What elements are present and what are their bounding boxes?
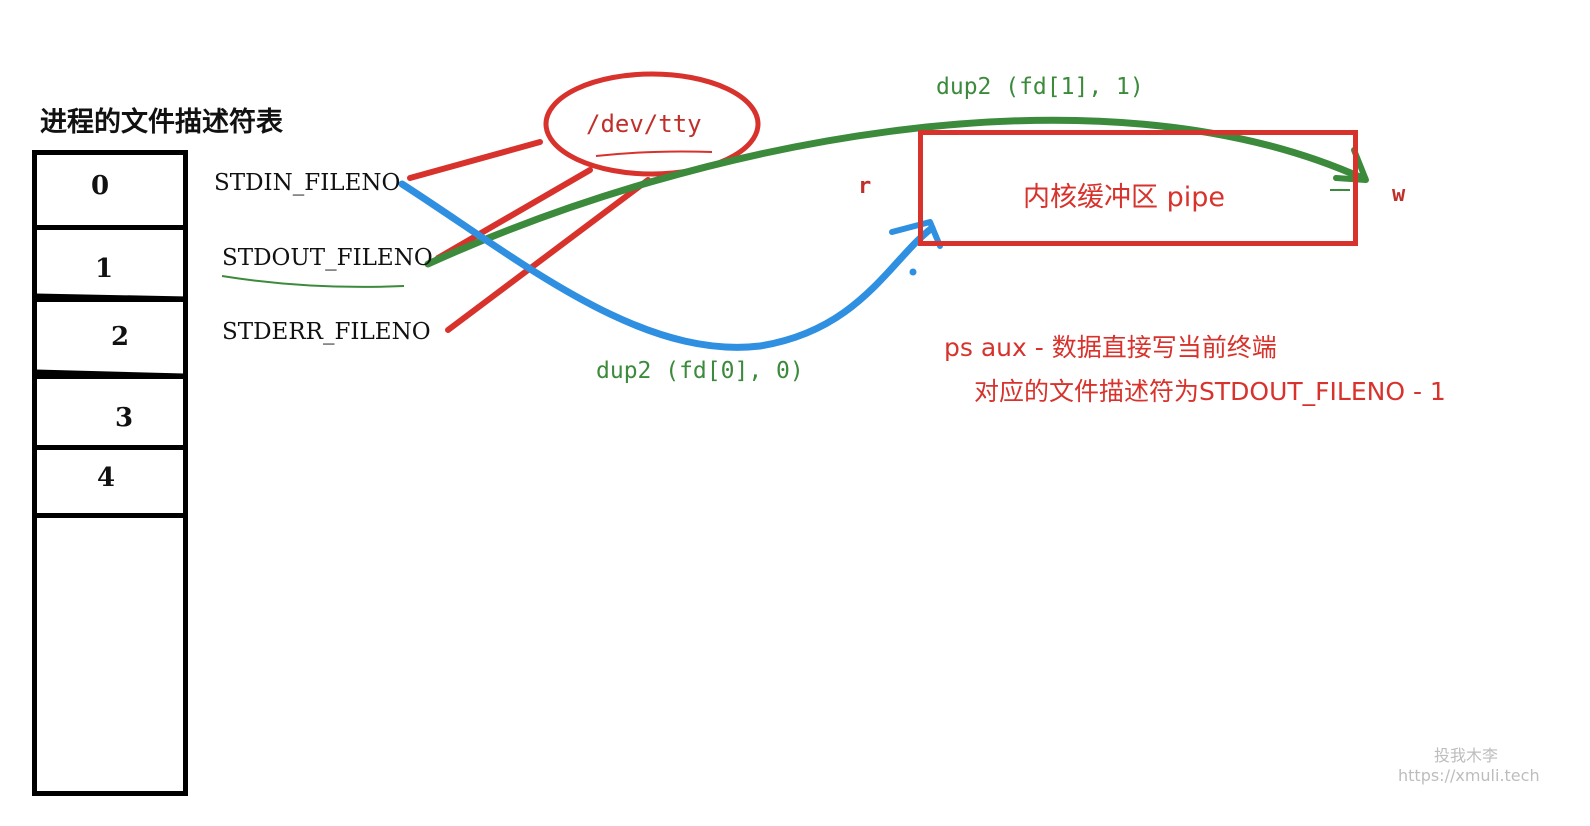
watermark: 投我木李 https://xmuli.tech xyxy=(1398,746,1540,786)
pipe-buffer-label: 内核缓冲区 pipe xyxy=(1023,182,1225,213)
dup2-fd0-label: dup2 (fd[0], 0) xyxy=(596,358,804,384)
fd-row-4: 4 xyxy=(37,450,183,518)
dup2-fd1-label: dup2 (fd[1], 1) xyxy=(936,74,1144,100)
stderr-tty-line xyxy=(445,177,651,333)
fd-number-0: 0 xyxy=(91,171,110,201)
blue-dot xyxy=(909,268,917,276)
watermark-line-1: 投我木李 xyxy=(1433,746,1498,765)
fd-number-3: 3 xyxy=(115,403,134,433)
tty-ellipse xyxy=(543,71,761,177)
note-line-1: ps aux - 数据直接写当前终端 xyxy=(944,333,1277,362)
fd-number-1: 1 xyxy=(95,254,114,284)
stderr-fileno-label: STDERR_FILENO xyxy=(222,319,431,345)
blue-arrowhead xyxy=(889,219,943,249)
stdout-tty-line xyxy=(435,167,593,261)
fd-row-3: 3 xyxy=(37,379,183,450)
note-line-2: 对应的文件描述符为STDOUT_FILENO - 1 xyxy=(974,377,1446,406)
dev-tty-label: /dev/tty xyxy=(586,110,702,138)
kernel-pipe-buffer: 内核缓冲区 pipe xyxy=(918,130,1358,246)
stdout-to-pipe-arrow xyxy=(424,116,1366,268)
stdout-fileno-label: STDOUT_FILENO xyxy=(222,245,433,271)
stdin-fileno-label: STDIN_FILENO xyxy=(214,170,401,196)
stdin-tty-line xyxy=(407,139,543,181)
pipe-read-end-label: r xyxy=(858,174,872,199)
fd-number-4: 4 xyxy=(97,463,116,493)
pipe-write-end-label: w xyxy=(1392,182,1406,207)
pipe-to-stdin-arrow xyxy=(398,180,936,351)
fd-row-0: 0 xyxy=(37,155,183,230)
tty-underline xyxy=(595,150,713,157)
fd-number-2: 2 xyxy=(111,322,130,352)
green-arrowhead xyxy=(1333,147,1369,183)
stdout-underline xyxy=(221,275,405,288)
fd-table-title: 进程的文件描述符表 xyxy=(40,107,283,138)
row-divider-extension xyxy=(35,293,189,302)
row-divider-extension xyxy=(35,369,185,379)
watermark-line-2: https://xmuli.tech xyxy=(1398,766,1540,785)
